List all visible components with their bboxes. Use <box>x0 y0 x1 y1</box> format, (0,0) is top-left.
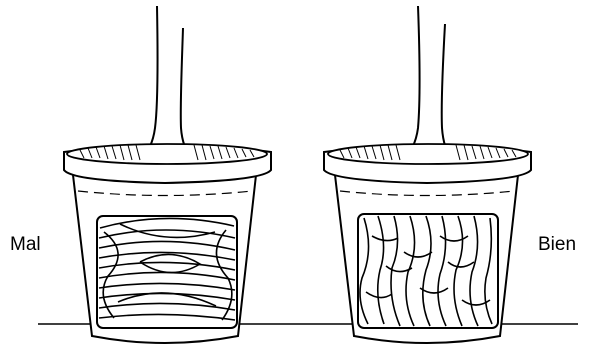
left-pot-opening <box>67 144 267 164</box>
left-stem-icon <box>140 6 192 160</box>
left-pot <box>64 6 271 343</box>
right-stem-icon <box>402 6 452 160</box>
label-mal: Mal <box>10 235 41 254</box>
right-pot <box>324 6 531 343</box>
label-bien: Bien <box>538 235 576 254</box>
